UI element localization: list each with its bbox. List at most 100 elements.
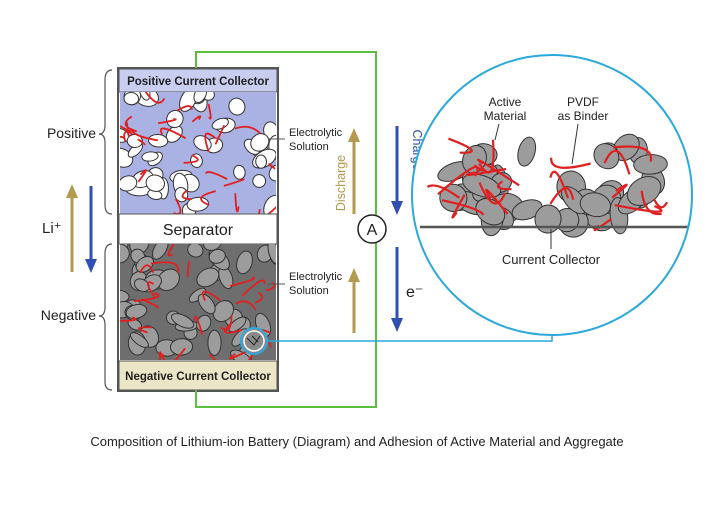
binder-strand [191, 115, 202, 123]
binder-strand [150, 261, 180, 274]
binder-strand [160, 127, 187, 140]
binder-strand [183, 154, 199, 164]
binder-strand [437, 165, 479, 196]
particle [517, 136, 537, 167]
pvdf-label-line1: PVDF [567, 95, 599, 109]
binder-strand [167, 244, 175, 257]
binder-strand [161, 353, 166, 360]
separator-label: Separator [163, 222, 234, 239]
particle [120, 147, 134, 168]
binder-strand [174, 347, 186, 360]
binder-strand [241, 279, 266, 297]
particle [125, 303, 148, 320]
binder-strand [426, 184, 461, 199]
binder-strand [139, 264, 155, 274]
particle [152, 244, 169, 260]
binder-strand [214, 124, 226, 145]
current-collector-label: Current Collector [502, 252, 601, 267]
particle [207, 329, 222, 356]
binder-strand [441, 199, 485, 216]
binder-strand [120, 125, 133, 136]
particle [263, 194, 276, 214]
binder-strand [131, 128, 159, 142]
particle [148, 133, 169, 148]
binder-strand [640, 190, 662, 216]
binder-strand [223, 178, 245, 187]
binder-strand [451, 194, 466, 219]
magnifier-inner-ring [243, 330, 265, 352]
electrolytic-top-line2: Solution [289, 141, 329, 153]
discharge-label: Discharge [334, 155, 348, 211]
electron-label: e⁻ [406, 284, 423, 301]
particle [120, 289, 130, 303]
positive-particles [120, 92, 276, 214]
particle [145, 174, 165, 192]
ammeter-label: A [367, 222, 378, 239]
binder-strand [485, 188, 509, 215]
particle [228, 316, 247, 333]
charge-arrow-lower-head [391, 318, 403, 332]
particle [193, 92, 208, 104]
pvdf-label-line2: as Binder [558, 109, 609, 123]
electrolytic-top-line1: Electrolytic [289, 127, 343, 139]
particle [228, 97, 246, 116]
particle [120, 175, 138, 192]
binder-strand [254, 291, 264, 304]
binder-strand [126, 122, 130, 137]
binder-strand [549, 187, 575, 205]
ammeter [357, 214, 387, 244]
binder-strand [120, 135, 126, 140]
particle [197, 293, 216, 315]
binder-strand [193, 315, 204, 336]
binder-strand [181, 189, 192, 200]
binder-strand [448, 137, 473, 154]
particle [187, 244, 204, 258]
positive-brace [98, 69, 113, 215]
binder-strand [201, 290, 221, 302]
binder-strand [258, 206, 276, 214]
binder-strand [220, 315, 233, 331]
binder-strand [137, 138, 146, 146]
positive-electrode [120, 92, 276, 214]
active-material-leader [494, 123, 500, 141]
magnifier-detail [246, 335, 261, 346]
particle [250, 133, 270, 152]
negative-collector-label: Negative Current Collector [125, 371, 271, 383]
particle [268, 164, 276, 182]
particle [129, 332, 149, 348]
binder-strand [613, 145, 653, 162]
particle [255, 154, 268, 169]
particle [135, 255, 155, 273]
binder-strand [611, 183, 628, 199]
particle [169, 338, 194, 356]
particle [120, 244, 130, 264]
electrolytic-bottom-line2: Solution [289, 285, 329, 297]
zoom-circle-bg [412, 55, 692, 335]
battery-cell-outline [117, 67, 279, 392]
particle [212, 300, 234, 323]
negative-label: Negative [41, 307, 96, 323]
figure-caption: Composition of Lithium-ion Battery (Diag… [90, 434, 623, 449]
binder-strand [478, 182, 507, 205]
binder-strand [549, 170, 570, 199]
particle [233, 164, 246, 180]
magnifier-small-circle [240, 327, 268, 355]
li-down-arrowhead [85, 259, 97, 273]
magnifier-connector [267, 335, 553, 342]
active-material-label-line1: Active [489, 95, 522, 109]
binder-strand [223, 322, 242, 334]
binder-strand [205, 171, 228, 180]
particle [179, 92, 198, 112]
binder-strand [200, 190, 216, 206]
positive-collector-label: Positive Current Collector [127, 76, 269, 88]
binder-strand [137, 169, 147, 183]
binder-strand [268, 163, 276, 170]
binder-strand [234, 193, 240, 213]
binder-strand [177, 105, 193, 112]
particle [267, 244, 276, 264]
binder-strand [265, 281, 276, 292]
particle [123, 92, 140, 106]
particle [252, 174, 267, 188]
